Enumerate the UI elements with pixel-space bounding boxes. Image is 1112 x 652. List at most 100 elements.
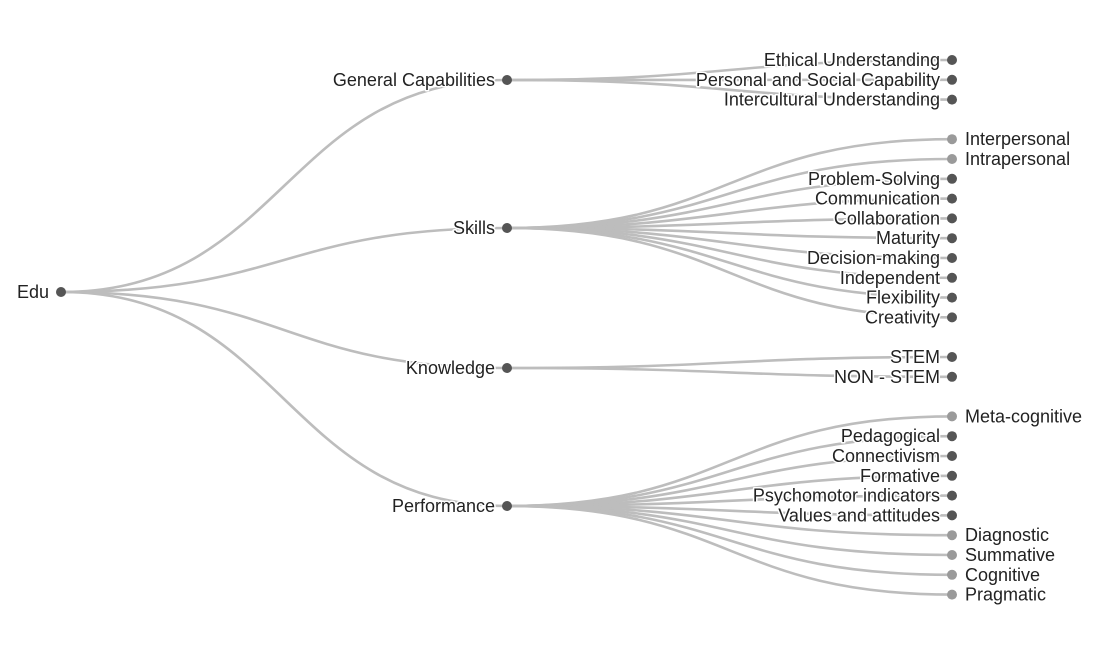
link-edu-general-capabilities	[60, 78, 508, 294]
node-knowledge-dot[interactable]	[502, 363, 512, 373]
node-cognitive[interactable]: Cognitive	[947, 563, 1042, 586]
node-connectivism[interactable]: Connectivism	[830, 445, 957, 468]
node-pedagogical[interactable]: Pedagogical	[839, 425, 957, 448]
node-personal-and-social-capability-label: Personal and Social Capability	[696, 70, 940, 90]
node-edu-label: Edu	[17, 282, 49, 302]
node-cognitive-label: Cognitive	[965, 565, 1040, 585]
node-creativity-label: Creativity	[865, 307, 940, 327]
node-skills[interactable]: Skills	[451, 217, 512, 240]
node-formative[interactable]: Formative	[858, 464, 957, 487]
node-performance-dot[interactable]	[502, 501, 512, 511]
node-diagnostic[interactable]: Diagnostic	[947, 524, 1051, 547]
node-decision-making[interactable]: Decision-making	[805, 247, 957, 270]
node-communication-dot[interactable]	[947, 193, 957, 204]
node-stem[interactable]: STEM	[888, 346, 957, 369]
link-knowledge-non-stem	[506, 366, 953, 379]
node-intercultural-understanding[interactable]: Intercultural Understanding	[722, 88, 957, 111]
node-summative-dot[interactable]	[947, 550, 957, 560]
node-flexibility[interactable]: Flexibility	[864, 286, 957, 309]
node-connectivism-label: Connectivism	[832, 446, 940, 466]
node-values-and-attitudes-dot[interactable]	[947, 510, 957, 521]
link-edu-skills	[60, 226, 508, 294]
node-creativity[interactable]: Creativity	[863, 306, 957, 329]
node-edu[interactable]: Edu	[15, 281, 66, 304]
node-collaboration-dot[interactable]	[947, 213, 957, 224]
node-independent-dot[interactable]	[947, 272, 957, 283]
node-values-and-attitudes[interactable]: Values and attitudes	[777, 504, 957, 527]
node-maturity[interactable]: Maturity	[874, 227, 957, 250]
node-psychomotor-indicators-label: Psychomotor indicators	[753, 486, 940, 506]
node-general-capabilities[interactable]: General Capabilities	[331, 69, 512, 92]
node-meta-cognitive-dot[interactable]	[947, 411, 957, 422]
node-maturity-dot[interactable]	[947, 233, 957, 244]
node-summative-label: Summative	[965, 545, 1055, 565]
node-intercultural-understanding-label: Intercultural Understanding	[724, 90, 940, 110]
node-creativity-dot[interactable]	[947, 312, 957, 323]
node-intrapersonal-dot[interactable]	[947, 154, 957, 164]
link-edu-knowledge	[60, 290, 508, 370]
node-connectivism-dot[interactable]	[947, 451, 957, 461]
node-intrapersonal[interactable]: Intrapersonal	[947, 148, 1072, 171]
link-skills-creativity	[506, 226, 953, 319]
node-collaboration[interactable]: Collaboration	[832, 207, 957, 230]
node-non-stem[interactable]: NON - STEM	[833, 365, 957, 388]
node-pedagogical-dot[interactable]	[947, 431, 957, 442]
node-pedagogical-label: Pedagogical	[841, 426, 940, 446]
tree-links	[60, 58, 953, 596]
node-personal-and-social-capability[interactable]: Personal and Social Capability	[694, 68, 957, 91]
node-meta-cognitive[interactable]: Meta-cognitive	[947, 405, 1084, 428]
node-knowledge[interactable]: Knowledge	[404, 357, 512, 380]
node-pragmatic-label: Pragmatic	[965, 585, 1046, 605]
node-communication[interactable]: Communication	[813, 187, 957, 210]
node-intrapersonal-label: Intrapersonal	[965, 149, 1070, 169]
node-maturity-label: Maturity	[876, 228, 940, 248]
node-independent-label: Independent	[840, 268, 940, 288]
node-personal-and-social-capability-dot[interactable]	[947, 74, 957, 85]
node-pragmatic[interactable]: Pragmatic	[947, 583, 1048, 606]
node-flexibility-dot[interactable]	[947, 292, 957, 303]
node-performance-label: Performance	[392, 496, 495, 516]
node-problem-solving-label: Problem-Solving	[808, 169, 940, 189]
node-communication-label: Communication	[815, 189, 940, 209]
node-interpersonal-label: Interpersonal	[965, 129, 1070, 149]
node-formative-dot[interactable]	[947, 470, 957, 481]
node-decision-making-label: Decision-making	[807, 248, 940, 268]
node-edu-dot[interactable]	[56, 287, 66, 297]
node-cognitive-dot[interactable]	[947, 569, 957, 580]
node-ethical-understanding-label: Ethical Understanding	[764, 50, 940, 70]
node-formative-label: Formative	[860, 466, 940, 486]
node-diagnostic-dot[interactable]	[947, 530, 957, 541]
node-general-capabilities-dot[interactable]	[502, 75, 512, 85]
node-performance[interactable]: Performance	[390, 495, 512, 518]
node-non-stem-dot[interactable]	[947, 371, 957, 382]
node-problem-solving[interactable]: Problem-Solving	[806, 167, 957, 190]
node-ethical-understanding-dot[interactable]	[947, 55, 957, 65]
node-skills-label: Skills	[453, 218, 495, 238]
node-psychomotor-indicators-dot[interactable]	[947, 490, 957, 501]
node-interpersonal[interactable]: Interpersonal	[947, 128, 1072, 151]
link-general-capabilities-intercultural-understanding	[506, 78, 953, 101]
node-intercultural-understanding-dot[interactable]	[947, 94, 957, 105]
node-diagnostic-label: Diagnostic	[965, 525, 1049, 545]
node-general-capabilities-label: General Capabilities	[333, 70, 495, 90]
node-flexibility-label: Flexibility	[866, 288, 940, 308]
node-ethical-understanding[interactable]: Ethical Understanding	[762, 49, 957, 72]
node-skills-dot[interactable]	[502, 223, 512, 233]
node-stem-label: STEM	[890, 347, 940, 367]
node-pragmatic-dot[interactable]	[947, 589, 957, 600]
node-psychomotor-indicators[interactable]: Psychomotor indicators	[751, 484, 957, 507]
node-decision-making-dot[interactable]	[947, 253, 957, 263]
node-problem-solving-dot[interactable]	[947, 173, 957, 184]
node-stem-dot[interactable]	[947, 352, 957, 362]
node-values-and-attitudes-label: Values and attitudes	[778, 505, 940, 525]
node-summative[interactable]: Summative	[947, 544, 1057, 567]
node-meta-cognitive-label: Meta-cognitive	[965, 406, 1082, 426]
link-edu-performance	[60, 290, 508, 508]
node-independent[interactable]: Independent	[838, 266, 957, 289]
node-knowledge-label: Knowledge	[406, 358, 495, 378]
node-non-stem-label: NON - STEM	[834, 367, 940, 387]
node-interpersonal-dot[interactable]	[947, 134, 957, 145]
link-performance-pragmatic	[506, 504, 953, 596]
